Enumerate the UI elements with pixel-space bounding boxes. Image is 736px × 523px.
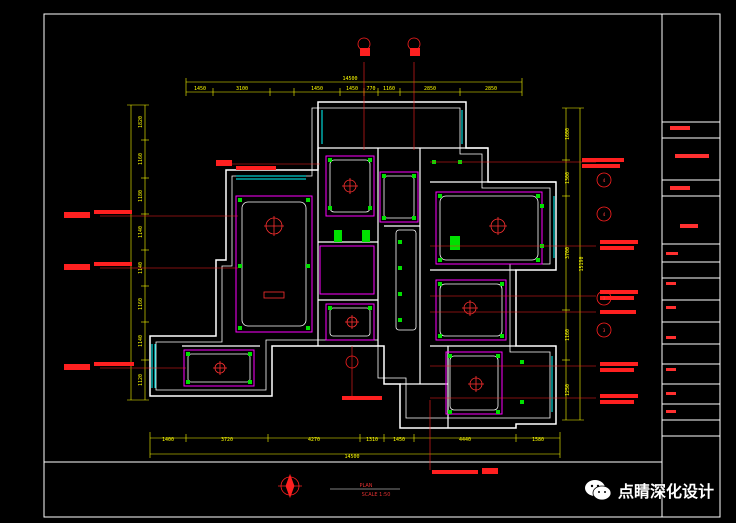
left-seg-4: 1140 xyxy=(138,226,144,238)
right-segment-dimensions: 1600 1300 3700 1160 1250 xyxy=(565,128,571,396)
top-segment-dimensions: 1450 3100 1450 1450 770 1160 2850 2850 xyxy=(194,86,497,92)
section-mark-3: 3 xyxy=(603,296,606,301)
right-overall-dimension: 15190 xyxy=(579,256,585,271)
right-seg-1: 1600 xyxy=(565,128,571,140)
left-seg-7: 1140 xyxy=(138,335,144,347)
right-seg-4: 1160 xyxy=(565,329,571,341)
section-markers xyxy=(345,37,612,369)
bottom-seg-5: 1450 xyxy=(393,437,405,443)
left-seg-8: 1120 xyxy=(138,374,144,386)
bottom-overall-dimension: 14500 xyxy=(344,454,359,460)
top-seg-5: 1450 xyxy=(346,86,358,92)
left-seg-2: 1160 xyxy=(138,153,144,165)
callout-leaders xyxy=(100,62,596,470)
left-segment-dimensions: 1820 1160 1180 1140 1140 1160 1140 1120 xyxy=(138,116,144,386)
top-seg-4: 1450 xyxy=(311,86,323,92)
section-mark-2: 4 xyxy=(603,212,606,217)
bottom-seg-6: 4440 xyxy=(459,437,471,443)
ceiling-inner-rings xyxy=(187,159,539,411)
left-dimension-string xyxy=(127,104,149,401)
bottom-segment-dimensions: 1400 3720 4270 1310 1450 4440 1580 xyxy=(162,437,544,443)
bottom-dimension-string xyxy=(149,432,561,458)
top-seg-6: 770 xyxy=(366,86,375,92)
right-seg-3: 3700 xyxy=(565,247,571,259)
top-seg-8: 2850 xyxy=(424,86,436,92)
plan-title-label: PLAN xyxy=(359,483,372,489)
left-seg-3: 1180 xyxy=(138,190,144,202)
top-seg-7: 1160 xyxy=(383,86,395,92)
plan-scale-label: SCALE 1:50 xyxy=(362,492,391,498)
top-seg-1: 1450 xyxy=(194,86,206,92)
ceiling-outlines xyxy=(183,155,543,415)
left-seg-6: 1160 xyxy=(138,298,144,310)
watermark: 点睛深化设计 xyxy=(584,477,714,503)
bottom-seg-1: 1400 xyxy=(162,437,174,443)
right-seg-5: 1250 xyxy=(565,384,571,396)
right-dimension-string xyxy=(562,107,584,421)
right-seg-2: 1300 xyxy=(565,172,571,184)
windows xyxy=(151,110,555,412)
top-seg-9: 2850 xyxy=(485,86,497,92)
callout-tags xyxy=(64,48,638,474)
top-overall-dimension: 14500 xyxy=(342,76,357,82)
wechat-icon xyxy=(584,480,612,501)
section-mark-4: 3 xyxy=(603,328,606,333)
bottom-seg-3: 4270 xyxy=(308,437,320,443)
title-block xyxy=(661,13,721,518)
left-seg-1: 1820 xyxy=(138,116,144,128)
section-mark-1: 4 xyxy=(603,178,606,183)
north-arrow-symbol xyxy=(278,473,302,499)
watermark-text: 点睛深化设计 xyxy=(617,482,714,501)
top-seg-2: 3100 xyxy=(236,86,248,92)
exterior-walls xyxy=(149,101,557,429)
bottom-seg-4: 1310 xyxy=(366,437,378,443)
pendant-lights xyxy=(213,178,507,392)
bottom-seg-7: 1580 xyxy=(532,437,544,443)
bottom-seg-2: 3720 xyxy=(221,437,233,443)
